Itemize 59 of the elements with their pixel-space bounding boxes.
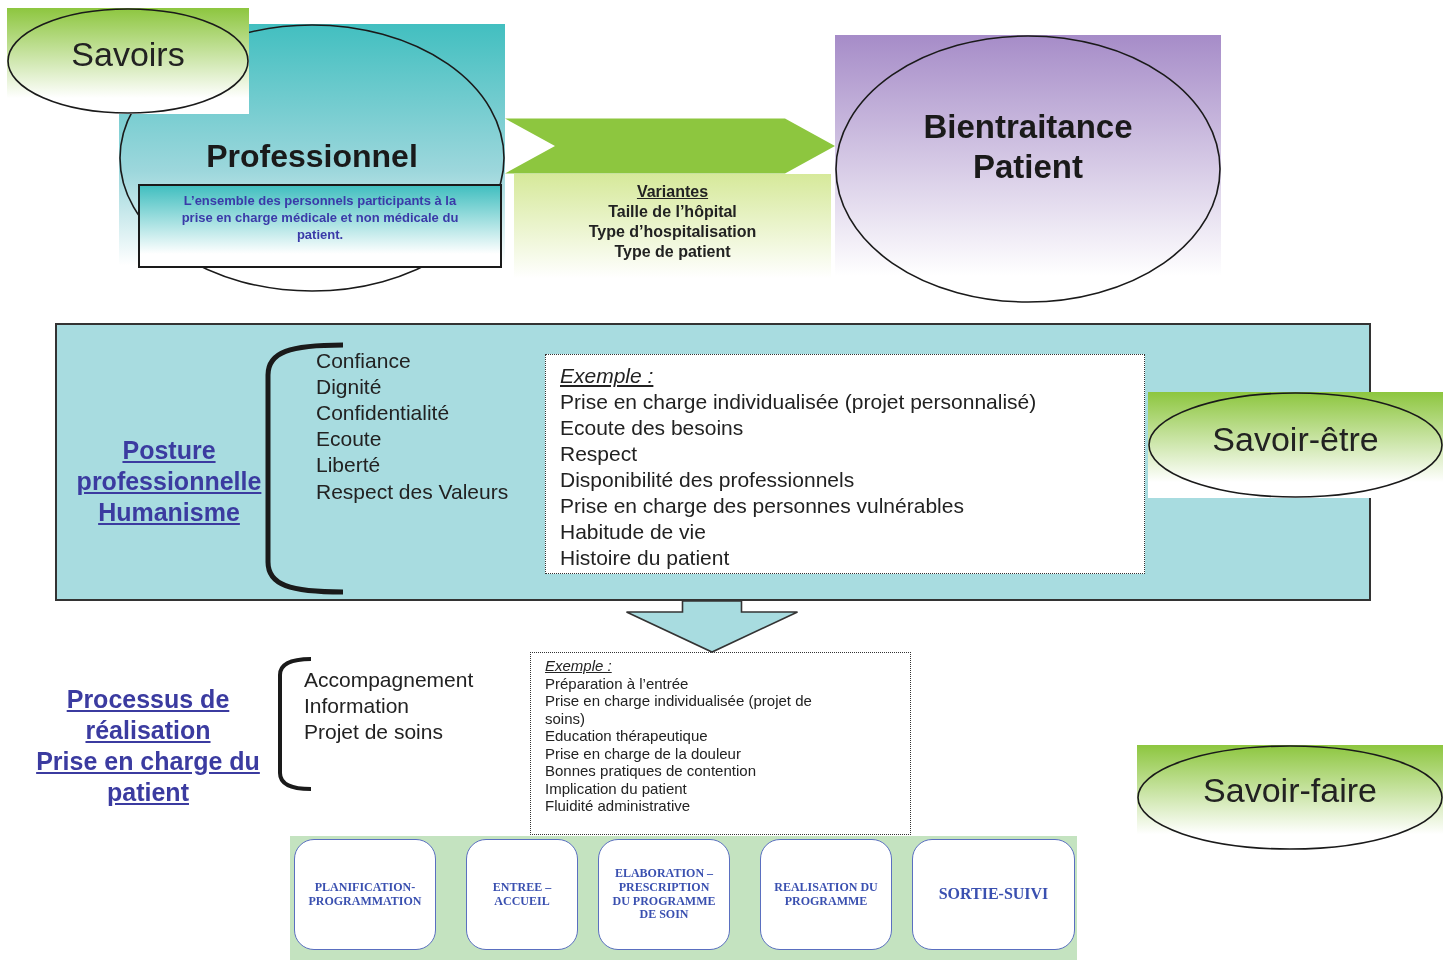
example-item: Habitude de vie [560,519,707,545]
ellipse-label [1148,392,1443,498]
process-band [290,836,1077,960]
box-item: Taille de l’hôpital [608,202,737,222]
example-item: Histoire du patient [560,545,731,571]
example-box [545,354,1145,574]
value-item: Dignité [316,375,382,399]
example-item: Implication du patient [545,779,688,797]
section-heading: Processus de réalisation [65,684,231,746]
example-item: Prise en charge individualisée (projet personnalisé) [560,389,1038,415]
box-item: Type d’hospitalisation [588,222,757,242]
node-label: Savoir-être [1212,419,1379,459]
example-item: Prise en charge de la douleur [545,744,742,762]
process-step-box [294,839,436,950]
process-step-box [912,839,1075,950]
description-box [138,184,502,268]
title-text: Bientraitance Patient [922,107,1134,187]
node-label: Savoir-faire [1203,771,1377,810]
box-heading: Variantes [636,182,709,202]
node-label: L’ensemble des personnels participants à la prise en charge médicale et non médicale du patient. [180,192,460,243]
example-item: Bonnes pratiques de contention [545,762,757,780]
value-item: Liberté [316,453,381,477]
value-item: Ecoute [316,427,382,451]
example-item: Prise en charge des personnes vulnérables [560,493,965,519]
block-arrow [505,118,835,174]
process-step-box [598,839,730,950]
value-item: Confidentialité [316,401,450,425]
step-label: ENTREE – ACCUEIL [491,880,553,909]
step-label: SORTIE-SUIVI [938,885,1049,904]
ellipse-label [7,8,249,114]
example-heading: Exemple : [560,363,655,389]
block-arrow [625,600,799,653]
value-item: Confiance [316,349,411,373]
example-item: Préparation à l’entrée [545,674,690,692]
step-label: ELABORATION – PRESCRIPTION DU PROGRAMME DE SOIN [611,866,717,923]
node-label: Savoirs [71,34,185,74]
list-item: Information [304,694,410,718]
example-item: Fluidité administrative [545,797,692,815]
example-item: Education thérapeutique [545,727,709,745]
example-item: Respect [560,441,639,467]
list-item: Accompagnement [304,668,474,692]
process-step-box [466,839,578,950]
example-item: Disponibilité des professionnels [560,467,856,493]
ellipse-shape [835,35,1221,303]
section-heading: Posture professionnelle [75,435,263,497]
example-item: Ecoute des besoins [560,415,745,441]
example-heading: Exemple : [545,657,613,675]
step-label: REALISATION DU PROGRAMME [773,880,879,909]
example-item: Prise en charge individualisée (projet de soins) [545,692,813,727]
list-item: Projet de soins [304,720,443,744]
section-heading: Humanisme [97,497,241,528]
value-item: Respect des Valeurs [316,480,509,504]
example-box [530,652,911,835]
box-item: Type de patient [614,242,731,262]
ellipse-label [1137,745,1443,850]
title-text: Professionnel [205,138,419,175]
process-step-box [760,839,892,950]
section-heading: Prise en charge du patient [35,746,261,808]
step-label: PLANIFICATION-PROGRAMMATION [307,880,423,909]
